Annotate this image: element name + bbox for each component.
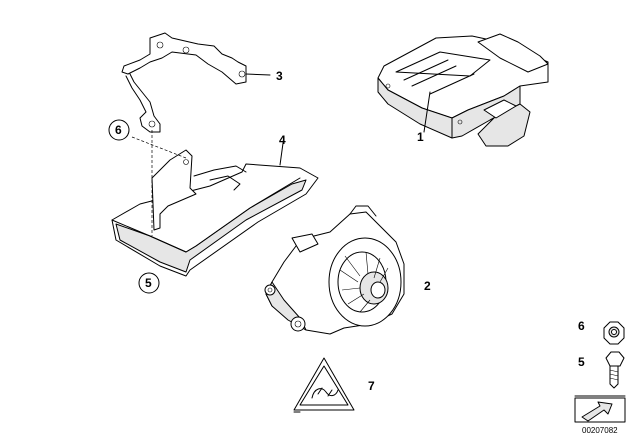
mounting-bracket-icon[interactable] (121, 32, 271, 133)
callout-5-circled: 5 (138, 272, 160, 294)
document-number: 00207082 (582, 426, 618, 435)
svg-text:6: 6 (115, 123, 122, 137)
legend-label-6: 6 (578, 319, 585, 333)
hex-screw-icon (605, 351, 625, 389)
hex-nut-icon (603, 321, 625, 345)
callout-3: 3 (276, 69, 283, 83)
warning-triangle-label-icon[interactable] (293, 357, 355, 411)
svg-text:5: 5 (145, 276, 152, 290)
callout-4: 4 (279, 133, 286, 147)
callout-2: 2 (424, 279, 431, 293)
callout-7: 7 (368, 379, 375, 393)
alarm-control-unit-icon[interactable] (377, 33, 549, 147)
direction-arrow-icon (574, 397, 626, 423)
callout-1: 1 (417, 130, 424, 144)
alarm-siren-icon[interactable] (264, 205, 405, 335)
holder-tray-icon[interactable] (111, 135, 319, 277)
callout-6-circled: 6 (108, 119, 130, 141)
legend-label-5: 5 (578, 355, 585, 369)
